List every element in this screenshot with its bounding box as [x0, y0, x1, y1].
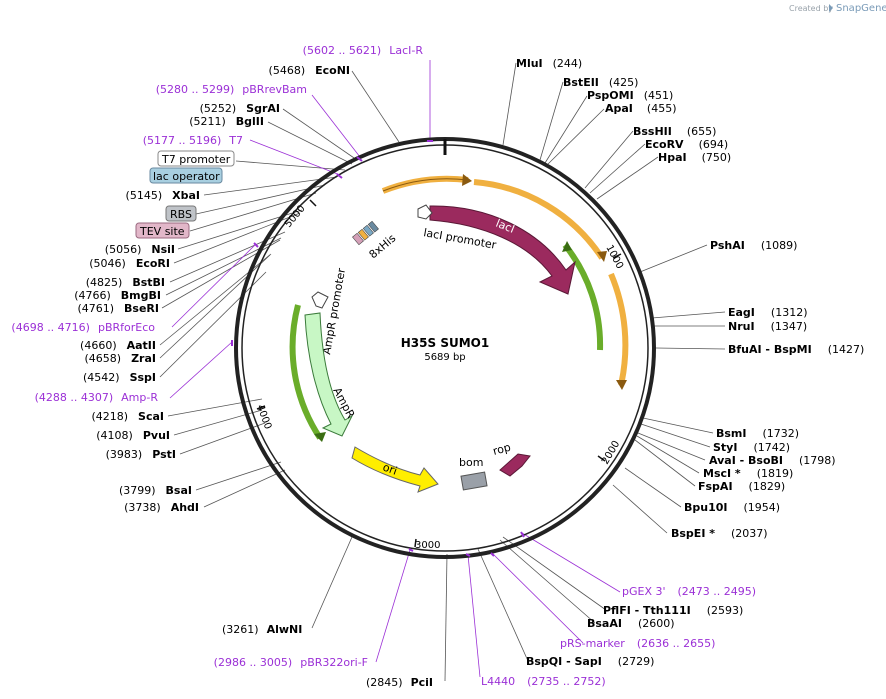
enzyme-label: AvaI - BsoBI(1798): [709, 454, 836, 467]
ori-label: ori: [381, 461, 399, 478]
enzyme-label: NruI(1347): [728, 320, 807, 333]
left-enzyme-labels: (5468)EcoNI (5252)SgrAI (5211)BglII (514…: [74, 64, 350, 514]
enzyme-label: FspAI(1829): [698, 480, 785, 493]
rbs-label: RBS: [170, 208, 192, 221]
rop-label: rop: [491, 441, 512, 458]
rop-arrow: [499, 453, 531, 477]
primer-label: (5602 .. 5621)LacI-R: [303, 44, 424, 57]
rbs-box: RBS: [165, 205, 197, 222]
enzyme-label: (3738)AhdI: [124, 501, 199, 514]
enzyme-label: (2845)PciI: [366, 676, 433, 689]
ori-arrow: [351, 446, 439, 493]
enzyme-label: (5468)EcoNI: [269, 64, 350, 77]
enzyme-label: (4825)BstBI: [86, 276, 165, 289]
primer-marks: [231, 140, 525, 557]
enzyme-label: PshAI(1089): [710, 239, 797, 252]
enzyme-label: (4766)BmgBI: [74, 289, 161, 302]
enzyme-label: (4218)ScaI: [91, 410, 164, 423]
snapgene-logo-icon: [829, 4, 833, 12]
enzyme-label: (3261)AlwNI: [222, 623, 302, 636]
tick-marks: [256, 199, 622, 548]
primer-leader-lines: [169, 60, 621, 678]
primer-label: L4440(2735 .. 2752): [481, 675, 606, 688]
enzyme-label: (3799)BsaI: [119, 484, 192, 497]
enzyme-label: (4658)ZraI: [85, 352, 157, 365]
enzyme-label: (5145)XbaI: [126, 189, 200, 202]
credit-created-by: Created by: [789, 4, 833, 13]
ampr-promoter-label: AmpR promoter: [320, 267, 348, 356]
enzyme-label: (5046)EcoRI: [89, 257, 170, 270]
enzyme-label: Bpu10I(1954): [684, 501, 780, 514]
plasmid-size: 5689 bp: [424, 352, 465, 363]
enzyme-label: (3983)PstI: [106, 448, 176, 461]
tev-site-label: TEV site: [139, 225, 185, 238]
his-tag-marks: [352, 220, 379, 246]
ampr-arrow: [304, 312, 354, 437]
primer-label: (4698 .. 4716)pBRforEco: [11, 321, 155, 334]
enzyme-label: ApaI(455): [605, 102, 677, 115]
t7-promoter-label: T7 promoter: [161, 153, 231, 166]
enzyme-label: BstEII(425): [563, 76, 638, 89]
tick-label-5000: 5000: [283, 203, 308, 230]
enzyme-label: (5252)SgrAI: [200, 102, 280, 115]
right-enzyme-labels: MluI(244) BstEII(425) PspOMI(451) ApaI(4…: [222, 57, 864, 689]
t7-promoter-box: T7 promoter: [157, 150, 235, 167]
enzyme-label: (5211)BglII: [189, 115, 264, 128]
enzyme-label: PflFI - Tth111I(2593): [603, 604, 743, 617]
laci-arrow: [429, 205, 576, 295]
enzyme-label: (4660)AatII: [80, 339, 156, 352]
primer-labels: (5602 .. 5621)LacI-R (5280 .. 5299)pBRre…: [11, 44, 756, 688]
laci-promoter-arrow: [417, 204, 433, 220]
credit-brand: SnapGene: [836, 3, 886, 14]
ampr-promoter-arrow: [311, 291, 329, 309]
enzyme-label: (4108)PvuI: [96, 429, 170, 442]
plasmid-name: H35S SUMO1: [401, 336, 489, 350]
primer-label: pRS-marker(2636 .. 2655): [560, 637, 715, 650]
enzyme-label: BssHII(655): [633, 125, 716, 138]
primer-label: (2986 .. 3005)pBR322ori-F: [214, 656, 368, 669]
primer-label: pGEX 3'(2473 .. 2495): [622, 585, 756, 598]
enzyme-label: HpaI(750): [658, 151, 731, 164]
orange-feature-arcs: [381, 174, 629, 390]
lac-operator-label: lac operator: [153, 170, 220, 183]
enzyme-label: EagI(1312): [728, 306, 807, 319]
bom-label: bom: [459, 456, 483, 469]
enzyme-label: BspEI *(2037): [671, 527, 768, 540]
his-tag-label: 8xHis: [367, 232, 399, 262]
tick-label-4000: 4000: [254, 403, 273, 431]
enzyme-label: (5056)NsiI: [105, 243, 175, 256]
bom-box: [460, 471, 488, 491]
tev-site-box: TEV site: [135, 222, 190, 239]
leader-lines: [159, 62, 726, 682]
primer-label: (4288 .. 4307)Amp-R: [35, 391, 159, 404]
tick-label-3000: 3000: [415, 540, 440, 551]
primer-label: (5280 .. 5299)pBRrevBam: [156, 83, 307, 96]
enzyme-label: MscI *(1819): [703, 467, 793, 480]
enzyme-label: EcoRV(694): [645, 138, 728, 151]
primer-label: (5177 .. 5196)T7: [143, 134, 243, 147]
green-feature-arcs: [289, 241, 604, 442]
enzyme-label: (4542)SspI: [83, 371, 156, 384]
enzyme-label: BspQI - SapI(2729): [526, 655, 654, 668]
enzyme-label: BfuAI - BspMI(1427): [728, 343, 864, 356]
enzyme-label: MluI(244): [516, 57, 582, 70]
lac-operator-box: lac operator: [149, 167, 223, 184]
enzyme-label: BsmI(1732): [716, 427, 799, 440]
enzyme-label: (4761)BseRI: [77, 302, 159, 315]
enzyme-label: StyI(1742): [713, 441, 790, 454]
enzyme-label: BsaAI(2600): [587, 617, 675, 630]
enzyme-label: PspOMI(451): [587, 89, 673, 102]
